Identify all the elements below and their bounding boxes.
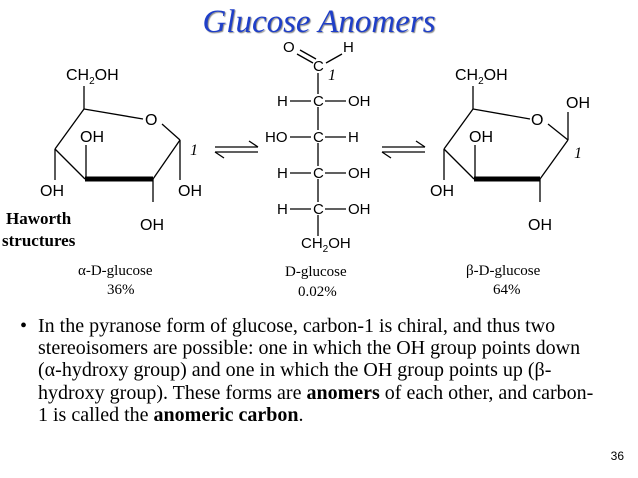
fischer-row-c2: H C OH [277,93,371,110]
beta-oh-c4: OH [469,129,493,146]
alpha-haworth-structure: CH2OH O OH OH OH OH 1 [40,67,202,234]
svg-text:H: H [348,129,359,146]
open-chain-fischer-structure: O H C 1 H C OH HO C [265,39,371,255]
beta-ch2oh: CH2OH [455,67,508,87]
beta-symbol: β [534,359,545,382]
aldehyde-hydrogen: H [343,39,354,56]
svg-text:OH: OH [348,93,371,110]
alpha-ch2oh: CH2OH [66,67,119,87]
fischer-row-c5: H C OH [277,201,371,218]
beta-oh-c1: OH [566,95,590,112]
term-anomeric-carbon: anomeric carbon [153,403,299,426]
beta-ring-oxygen: O [531,112,543,129]
beta-anomeric-number: 1 [574,145,582,162]
haworth-label-line2: structures [2,231,76,250]
svg-text:C: C [313,129,324,146]
alpha-ring-oxygen: O [145,112,157,129]
haworth-label-line1: Haworth [6,209,72,228]
svg-text:C: C [313,201,324,218]
page-number: 36 [610,449,624,463]
svg-text:HO: HO [265,129,288,146]
svg-text:C: C [313,93,324,110]
aldehyde-oxygen: O [283,39,295,56]
alpha-oh-c1: OH [178,183,202,200]
fischer-ch2oh: CH2OH [301,235,351,255]
fischer-row-c4: H C OH [277,165,371,182]
c1-number: 1 [328,67,336,84]
alpha-oh-c2: OH [140,217,164,234]
beta-oh-c2: OH [528,217,552,234]
alpha-symbol: α [44,359,56,382]
svg-text:H: H [277,201,288,218]
slide-title: Glucose Anomers [202,4,436,40]
equilibrium-arrows-right [381,140,426,159]
alpha-percent: 36% [107,282,135,298]
body-paragraph: • In the pyranose form of glucose, carbo… [20,315,594,426]
svg-text:H: H [277,93,288,110]
alpha-name: α-D-glucose [78,263,153,279]
glucose-anomers-diagram: CH2OH O OH OH OH OH 1 Haworth structures… [2,39,590,300]
bullet: • [20,315,28,337]
beta-haworth-structure: CH2OH O OH OH OH OH 1 [430,67,590,234]
equilibrium-arrows-left [214,140,259,159]
beta-name: β-D-glucose [466,263,541,279]
alpha-oh-c3: OH [40,183,64,200]
c1-carbon: C [313,58,324,75]
svg-text:OH: OH [348,201,371,218]
svg-text:OH: OH [348,165,371,182]
beta-oh-c3: OH [430,183,454,200]
open-chain-name: D-glucose [285,264,347,280]
beta-percent: 64% [493,282,521,298]
alpha-anomeric-number: 1 [190,142,198,159]
fischer-row-c3: HO C H [265,129,359,146]
open-chain-percent: 0.02% [298,284,337,300]
svg-text:C: C [313,165,324,182]
alpha-oh-c4: OH [80,129,104,146]
svg-text:H: H [277,165,288,182]
term-anomers: anomers [306,381,380,404]
